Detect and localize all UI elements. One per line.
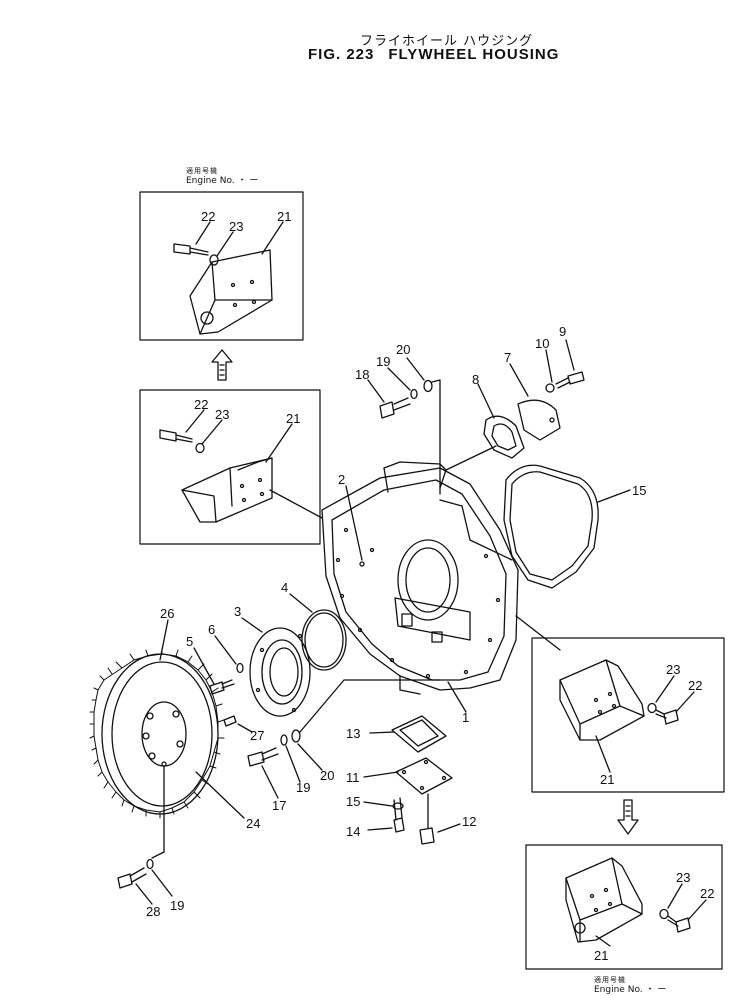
title-block: フライホイール ハウジング FIG. 223 FLYWHEEL HOUSING bbox=[0, 0, 738, 70]
oil-seal-3 bbox=[249, 627, 311, 717]
label-20: 20 bbox=[396, 342, 410, 357]
label-10: 10 bbox=[535, 336, 549, 351]
arrow-down-icon bbox=[617, 799, 639, 835]
cover-11 bbox=[395, 757, 453, 795]
label-upper-21: 21 bbox=[286, 411, 300, 426]
figure-title: FIG. 223 FLYWHEEL HOUSING bbox=[308, 46, 559, 63]
label-6: 6 bbox=[208, 622, 215, 637]
label-right-21: 21 bbox=[600, 772, 614, 787]
o-ring-4 bbox=[301, 609, 347, 671]
label-2: 2 bbox=[338, 472, 345, 487]
label-17: 17 bbox=[272, 798, 286, 813]
label-5: 5 bbox=[186, 634, 193, 649]
label-28: 19 bbox=[170, 898, 184, 913]
engine-note-top: 適用号機 Engine No. ・ ー bbox=[186, 166, 258, 186]
figure-name: FLYWHEEL HOUSING bbox=[388, 46, 560, 63]
flywheel-housing bbox=[321, 461, 519, 695]
label-upper-22: 22 bbox=[194, 397, 208, 412]
label-11: 11 bbox=[346, 770, 360, 785]
label-13: 13 bbox=[346, 726, 360, 741]
engine-note-bottom-jp: 適用号機 bbox=[594, 976, 626, 984]
label-3: 3 bbox=[234, 604, 241, 619]
label-12: 12 bbox=[462, 814, 476, 829]
japanese-title: フライホイール ハウジング bbox=[360, 34, 534, 49]
inset-box-right: 23 22 21 bbox=[531, 637, 725, 793]
label-7: 7 bbox=[504, 350, 511, 365]
label-14: 14 bbox=[346, 824, 360, 839]
cover-plate-7 bbox=[517, 399, 561, 441]
label-16: 15 bbox=[632, 483, 646, 498]
label-top-22: 22 bbox=[201, 209, 215, 224]
label-24: 24 bbox=[246, 816, 260, 831]
label-15: 15 bbox=[346, 794, 360, 809]
label-top-23: 23 bbox=[229, 219, 243, 234]
label-bottom-21: 21 bbox=[594, 948, 608, 963]
label-9: 9 bbox=[559, 324, 566, 339]
arrow-up-icon bbox=[211, 349, 233, 381]
label-8: 8 bbox=[472, 372, 479, 387]
inset-box-upper: 22 23 21 bbox=[139, 389, 321, 545]
gasket-13 bbox=[391, 715, 447, 753]
label-bottom-23: 23 bbox=[676, 870, 690, 885]
label-25: 26 bbox=[160, 606, 174, 621]
gasket-16 bbox=[503, 464, 599, 589]
gasket-8 bbox=[483, 415, 525, 459]
label-top-21: 21 bbox=[277, 209, 291, 224]
label-right-22: 22 bbox=[688, 678, 702, 693]
label-26: 27 bbox=[250, 728, 264, 743]
inset-box-top: 22 23 21 bbox=[139, 191, 304, 341]
label-18: 18 bbox=[355, 367, 369, 382]
label-4: 4 bbox=[281, 580, 288, 595]
ring-gear-25 bbox=[89, 647, 225, 819]
flywheel-24 bbox=[101, 653, 219, 815]
engine-note-bottom-label: Engine No. ・ ー bbox=[594, 985, 667, 995]
label-1: 1 bbox=[462, 710, 469, 725]
figure-number: FIG. 223 bbox=[308, 46, 375, 63]
label-27: 28 bbox=[146, 904, 160, 919]
inset-box-bottom: 23 22 21 bbox=[525, 844, 723, 970]
engine-note-bottom: 適用号機 Engine No. ・ ー bbox=[594, 975, 666, 995]
label-19: 19 bbox=[376, 354, 390, 369]
label-20b: 20 bbox=[320, 768, 334, 783]
label-right-23: 23 bbox=[666, 662, 680, 677]
label-19b: 19 bbox=[296, 780, 310, 795]
label-bottom-22: 22 bbox=[700, 886, 714, 901]
label-upper-23: 23 bbox=[215, 407, 229, 422]
engine-note-top-jp: 適用号機 bbox=[186, 167, 218, 175]
engine-note-top-label: Engine No. ・ ー bbox=[186, 176, 259, 186]
